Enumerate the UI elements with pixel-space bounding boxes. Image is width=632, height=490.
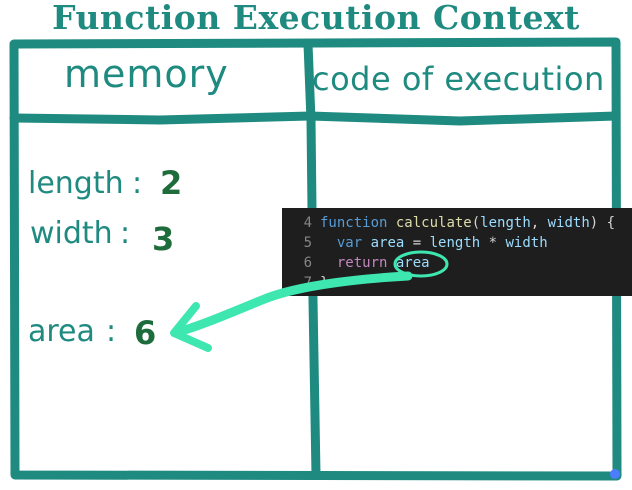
memory-var-area-sep: : xyxy=(106,314,117,349)
code-token: calculate xyxy=(395,215,472,231)
code-token: ( xyxy=(471,215,481,231)
code-line-number: 4 xyxy=(303,215,312,231)
code-line: 6 return area xyxy=(282,253,632,273)
code-token: length xyxy=(429,235,481,251)
code-token xyxy=(387,215,395,231)
code-token: return xyxy=(336,255,388,271)
code-token: length xyxy=(480,215,531,231)
memory-var-width-sep: : xyxy=(120,216,131,251)
code-token xyxy=(387,255,395,271)
memory-var-width-value: 3 xyxy=(152,220,175,258)
code-line: 7} xyxy=(282,273,632,293)
diagram-title: Function Execution Context xyxy=(52,0,580,37)
memory-var-area-name: area xyxy=(28,314,95,349)
code-token: function xyxy=(320,215,388,231)
code-token xyxy=(320,235,337,251)
memory-var-length-value: 2 xyxy=(160,164,183,202)
code-line: 5 var area = length * width xyxy=(282,233,632,253)
code-line-number: 5 xyxy=(303,235,312,251)
table-header-divider xyxy=(9,111,621,126)
code-token: , xyxy=(530,215,548,231)
code-token: area xyxy=(370,235,405,251)
code-token: * xyxy=(480,235,506,251)
code-line-number: 7 xyxy=(303,275,312,291)
column-header-code: code of execution xyxy=(312,60,605,98)
code-token: area xyxy=(395,255,430,271)
code-token: = xyxy=(404,235,430,251)
column-header-memory: memory xyxy=(64,52,229,96)
code-token: width xyxy=(505,235,548,251)
code-line: 4 function calculate(length, width) { xyxy=(282,213,632,233)
code-line-number: 6 xyxy=(303,255,312,271)
code-token xyxy=(362,235,370,251)
code-token: } xyxy=(320,275,329,291)
code-token xyxy=(320,255,337,271)
memory-var-length-sep: : xyxy=(132,166,143,201)
resize-handle-dot[interactable] xyxy=(610,469,620,479)
memory-var-area-value: 6 xyxy=(134,314,157,352)
code-token: ) { xyxy=(589,215,616,231)
code-token: width xyxy=(547,215,590,231)
memory-var-length-name: length xyxy=(28,166,124,201)
memory-var-width-name: width xyxy=(30,216,113,251)
code-token: var xyxy=(336,235,363,251)
